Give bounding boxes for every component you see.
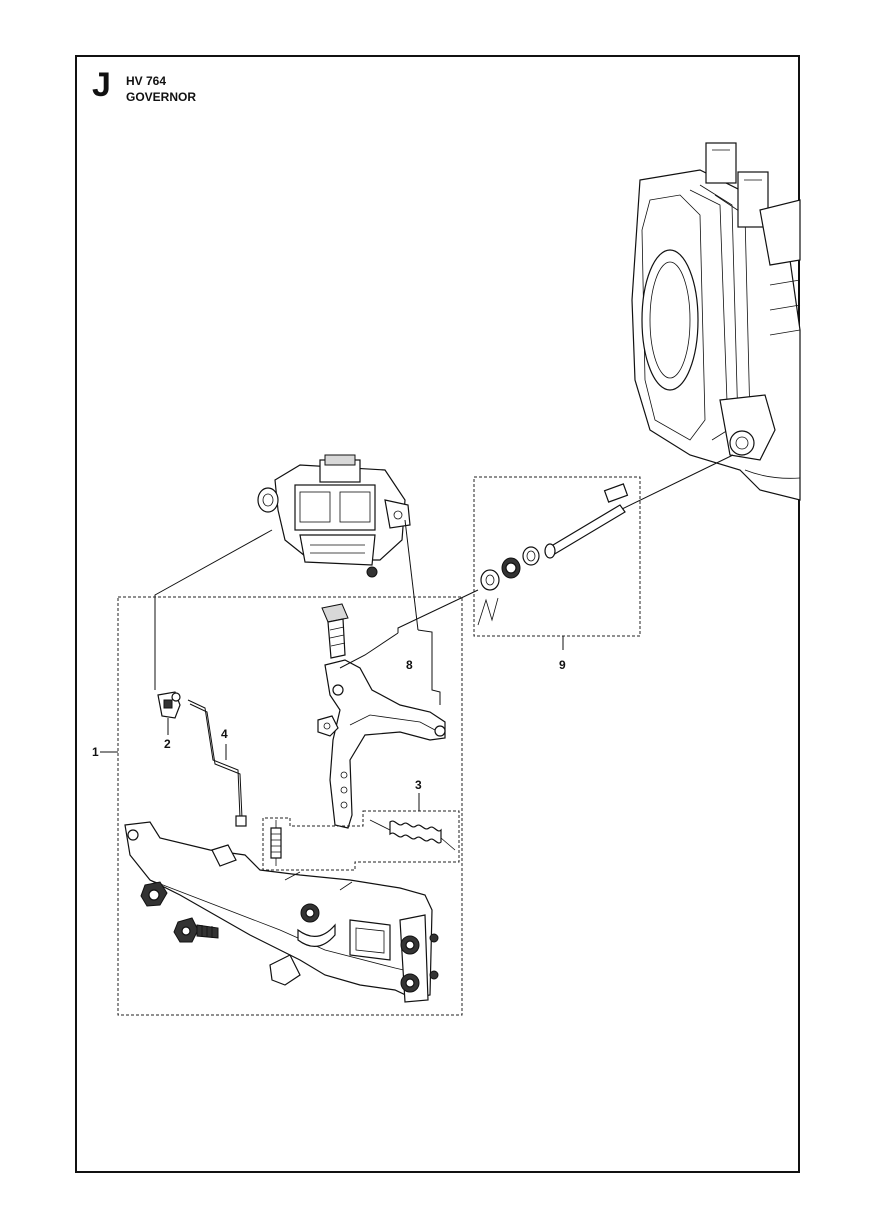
group-3-box xyxy=(262,810,460,871)
linkage-rod xyxy=(187,699,247,827)
callout-1: 1 xyxy=(92,745,99,759)
link-clip xyxy=(157,691,181,719)
carburetor xyxy=(257,454,411,578)
section-title: GOVERNOR xyxy=(126,90,197,104)
governor-spring xyxy=(369,819,456,851)
model-label: HV 764 xyxy=(126,74,167,88)
callout-9: 9 xyxy=(559,658,566,672)
callout-4: 4 xyxy=(221,727,228,741)
engine-block xyxy=(631,142,801,501)
group-9-box xyxy=(473,476,641,637)
callout-2: 2 xyxy=(164,737,171,751)
group-1-box xyxy=(117,596,463,1016)
governor-lever xyxy=(317,659,446,829)
callout-8: 8 xyxy=(406,658,413,672)
hex-bolt-upper xyxy=(140,881,168,907)
lever-bolt xyxy=(321,603,349,659)
page-frame xyxy=(75,55,800,1173)
callout-3: 3 xyxy=(415,778,422,792)
governor-shaft xyxy=(477,483,629,626)
section-letter: J xyxy=(92,66,111,104)
small-spring xyxy=(270,820,282,866)
control-bracket xyxy=(124,821,439,1003)
hex-bolt-lower xyxy=(173,917,219,943)
